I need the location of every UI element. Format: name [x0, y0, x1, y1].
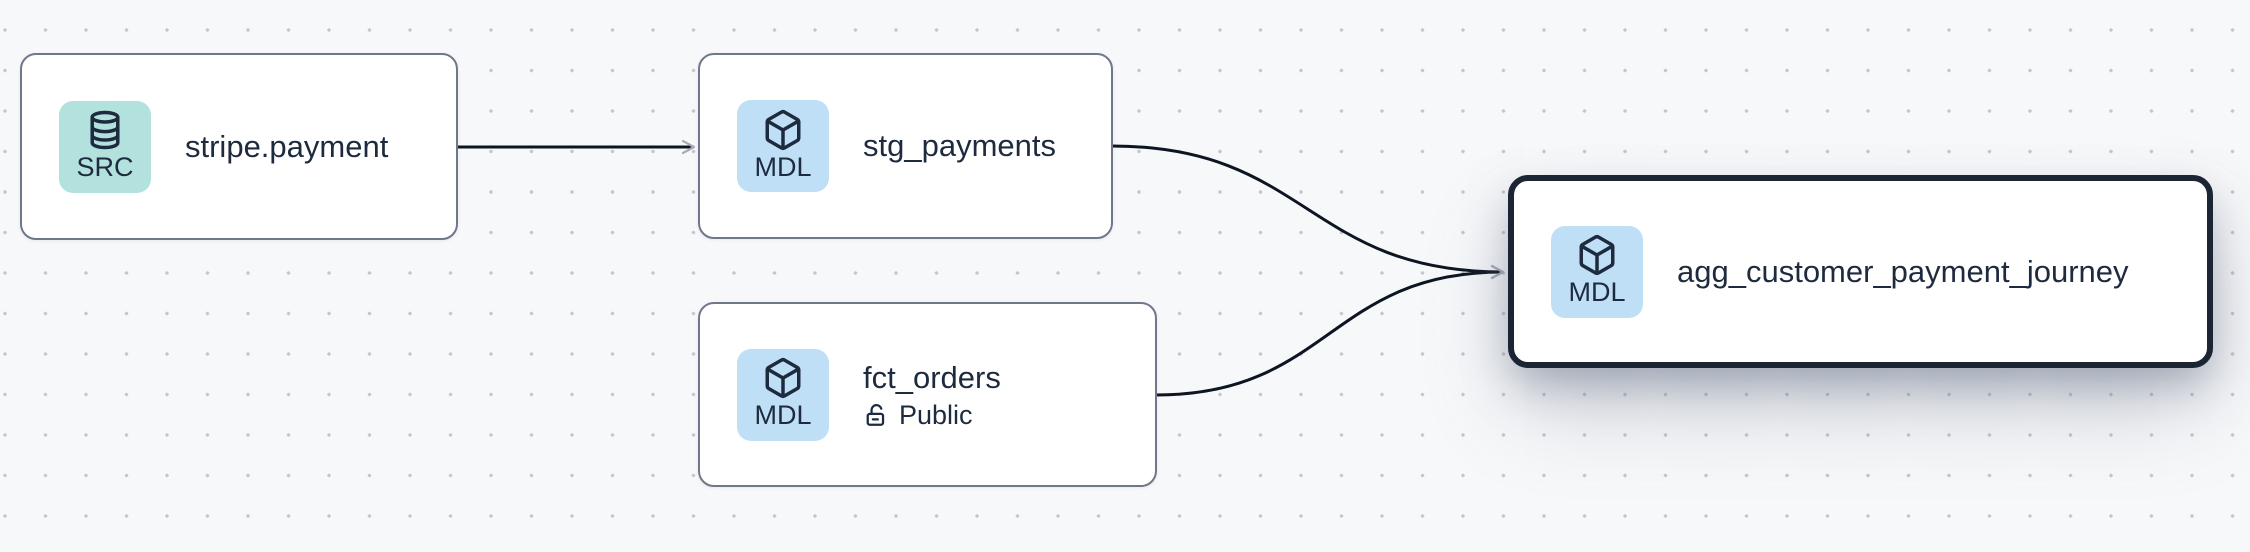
- node-type-label: MDL: [754, 151, 812, 182]
- node-type-label: MDL: [1568, 277, 1626, 308]
- node-title: agg_customer_payment_journey: [1677, 253, 2129, 289]
- box-icon: [765, 109, 801, 150]
- node-text: stripe.payment: [185, 129, 388, 165]
- node-type-badge: MDL: [737, 348, 829, 441]
- database-icon: [90, 111, 120, 150]
- node-title: fct_orders: [863, 360, 1001, 396]
- node-type-label: MDL: [754, 400, 812, 431]
- graph-node-stg-payments[interactable]: MDL stg_payments: [698, 53, 1113, 239]
- box-icon: [765, 358, 801, 399]
- node-title: stripe.payment: [185, 128, 389, 164]
- node-text: agg_customer_payment_journey: [1677, 254, 2129, 290]
- node-title: stg_payments: [863, 128, 1056, 164]
- graph-node-stripe-payment[interactable]: SRC stripe.payment: [20, 53, 458, 240]
- node-type-label: SRC: [76, 152, 134, 183]
- lock-open-icon: [866, 403, 885, 426]
- node-type-badge: MDL: [1551, 225, 1643, 318]
- graph-node-fct-orders[interactable]: MDL fct_orders Public: [698, 302, 1157, 487]
- node-type-badge: MDL: [737, 100, 829, 192]
- node-access-label: Public: [899, 399, 973, 430]
- box-icon: [1579, 235, 1615, 276]
- edge-fct-orders-to-agg-customer-payment-journey: [1155, 264, 1505, 397]
- node-text: stg_payments: [863, 128, 1056, 164]
- node-text: fct_orders Public: [863, 360, 1001, 429]
- node-access-row: Public: [863, 399, 1001, 430]
- graph-node-agg-customer-payment-journey[interactable]: MDL agg_customer_payment_journey: [1508, 175, 2213, 368]
- node-type-badge: SRC: [59, 100, 151, 193]
- edge-stg-payments-to-agg-customer-payment-journey: [1111, 144, 1505, 280]
